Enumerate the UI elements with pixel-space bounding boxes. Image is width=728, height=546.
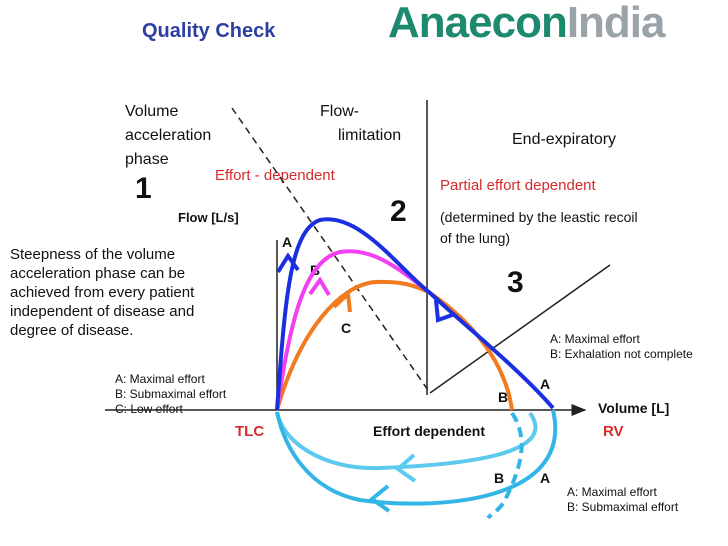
- end-expiratory-line: [429, 264, 611, 394]
- blue-arrow-up: [276, 252, 300, 274]
- phase-1-line1: Volume: [125, 103, 179, 120]
- curve-label-b-bottom: B: [494, 470, 505, 486]
- orange-arrow-up: [332, 289, 352, 313]
- rv-label: RV: [603, 423, 624, 440]
- logo-main: Anaecon: [388, 0, 568, 47]
- bottom-legend: A: Maximal effort B: Submaximal effort: [567, 485, 727, 515]
- bottom-legend-a: A: Maximal effort: [567, 485, 657, 499]
- right-legend-a: A: Maximal effort: [550, 332, 640, 346]
- page-title: Quality Check: [142, 20, 276, 42]
- magenta-arrow-up: [308, 276, 331, 297]
- left-legend-c: C: Low effort: [115, 402, 183, 416]
- cyan-arrow-1: [394, 453, 417, 483]
- phase-3-label: End-expiratory: [512, 131, 617, 148]
- cyan-arrow-2: [368, 484, 391, 513]
- steep-line3: achieved from every patient: [10, 284, 195, 301]
- partial-effort-label: Partial effort dependent: [440, 177, 596, 194]
- steep-line5: degree of disease.: [10, 322, 134, 339]
- phase-1-label: Volume acceleration phase: [125, 100, 275, 172]
- volume-axis-label: Volume [L]: [598, 400, 670, 416]
- curve-label-c-top: C: [341, 320, 352, 336]
- expiratory-curve-a: [275, 217, 555, 411]
- right-legend: A: Maximal effort B: Exhalation not comp…: [550, 332, 725, 362]
- right-legend-b: B: Exhalation not complete: [550, 347, 693, 361]
- curve-label-a-top: A: [282, 234, 293, 250]
- curve-label-a-bottom: A: [540, 470, 551, 486]
- tlc-label: TLC: [235, 423, 265, 440]
- phase-1-line2: acceleration: [125, 127, 212, 144]
- effort-dependent-label: Effort - dependent: [215, 167, 335, 184]
- steepness-note: Steepness of the volume acceleration pha…: [10, 245, 270, 340]
- inspiratory-curve-a: [275, 409, 558, 506]
- phase-number-1: 1: [135, 172, 152, 205]
- phase-number-2: 2: [390, 195, 407, 228]
- phase-2-label: Flow- limitation: [320, 100, 440, 148]
- logo-tail: India: [566, 0, 666, 47]
- flow-axis-label: Flow [L/s]: [178, 210, 239, 225]
- phase-1-line3: phase: [125, 151, 169, 168]
- recoil-note: (determined by the leastic recoil of the…: [440, 207, 720, 249]
- phase-2-line2: limitation: [338, 127, 402, 144]
- left-legend-a: A: Maximal effort: [115, 372, 205, 386]
- effort-dependent-bottom: Effort dependent: [373, 423, 485, 439]
- expiratory-curve-b: [275, 249, 432, 411]
- phase-number-3: 3: [507, 266, 524, 299]
- left-legend: A: Maximal effort B: Submaximal effort C…: [115, 372, 265, 417]
- steep-line2: acceleration phase can be: [10, 265, 186, 282]
- inspiratory-curve-b: [275, 411, 538, 471]
- blue-arrow-down: [434, 299, 456, 323]
- recoil-line2: of the lung): [440, 230, 511, 246]
- dashed-divider-line: [231, 107, 431, 394]
- curve-label-b-right: B: [498, 389, 509, 405]
- expiratory-curve-c: [275, 279, 514, 411]
- submaximal-dashed-curve: [486, 411, 524, 520]
- recoil-line1: (determined by the leastic recoil: [440, 209, 638, 225]
- phase-2-line1: Flow-: [320, 103, 360, 120]
- left-legend-b: B: Submaximal effort: [115, 387, 227, 401]
- steep-line1: Steepness of the volume: [10, 246, 176, 263]
- bottom-legend-b: B: Submaximal effort: [567, 500, 679, 514]
- steep-line4: independent of disease and: [10, 303, 195, 320]
- logo: AnaeconIndia: [388, 0, 666, 48]
- curve-label-a-right: A: [540, 376, 551, 392]
